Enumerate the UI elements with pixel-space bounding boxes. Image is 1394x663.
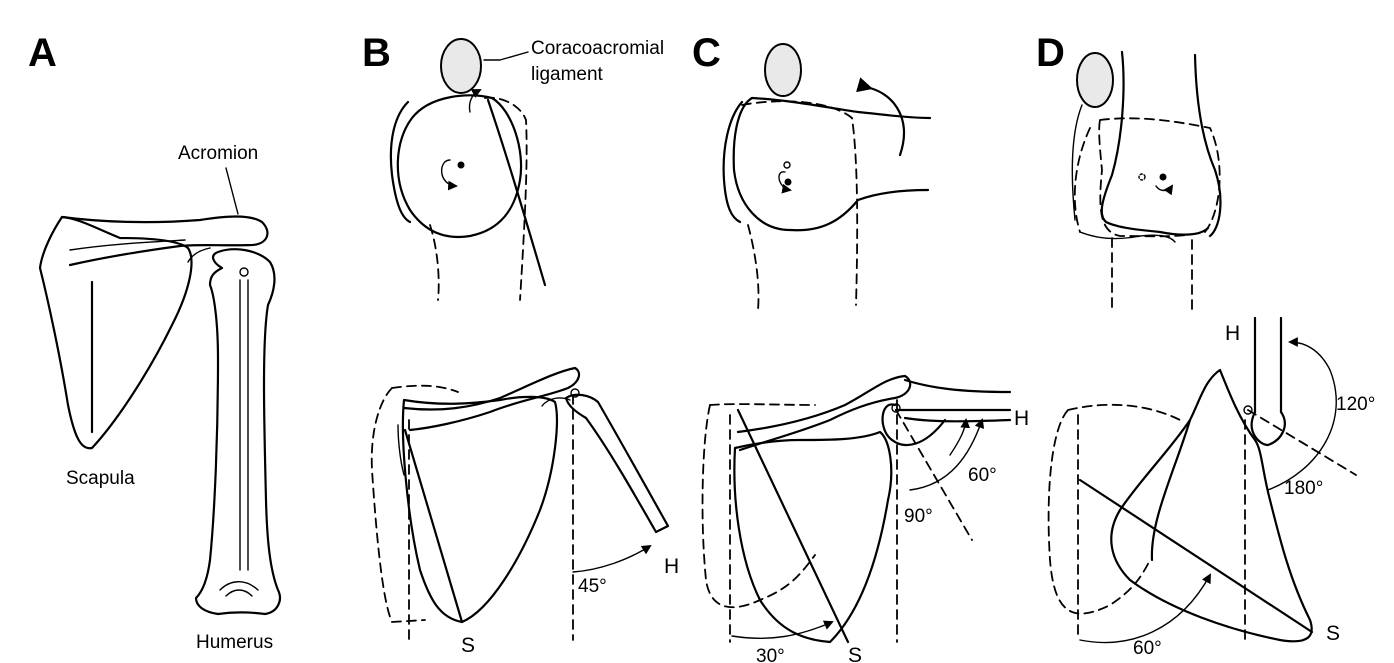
panel-a-humerus-drawing: [194, 248, 282, 616]
panel-a-scapula-label: Scapula: [66, 468, 135, 489]
panel-b-s-label: S: [461, 634, 475, 657]
panel-c-coracoacromial-ligament: [764, 43, 802, 97]
panel-c-letter: C: [692, 31, 721, 75]
panel-a-scapula-drawing: [38, 215, 269, 450]
panel-b-ligament-label-line1: Coracoacromial: [531, 38, 664, 59]
panel-b-h-label: H: [664, 555, 679, 578]
panel-a-humerus-label: Humerus: [196, 632, 273, 653]
panel-c: C: [692, 31, 1029, 663]
panel-d: D: [1036, 31, 1375, 659]
panel-a-acromion-label: Acromion: [178, 143, 258, 164]
panel-c-bottom-drawing: [701, 374, 1012, 644]
panel-c-angle-scap-label: 30°: [756, 646, 785, 663]
panel-b-coracoacromial-ligament: [440, 38, 482, 94]
panel-c-h-label: H: [1014, 407, 1029, 430]
panel-d-coracoacromial-ligament: [1076, 52, 1114, 108]
panel-d-h-label: H: [1225, 322, 1240, 345]
panel-b-top-drawing: [389, 38, 547, 301]
panel-a-letter: A: [28, 31, 57, 75]
panel-c-angle-90-label: 90°: [904, 506, 933, 527]
panel-d-top-drawing: [1071, 50, 1222, 311]
panel-d-letter: D: [1036, 31, 1065, 75]
panel-c-angle-60-label: 60°: [968, 465, 997, 486]
panel-d-angle-180-label: 180°: [1284, 478, 1323, 499]
panel-d-angle-120-label: 120°: [1336, 394, 1375, 415]
panel-d-s-label: S: [1326, 622, 1340, 645]
panel-c-s-label: S: [848, 644, 862, 663]
panel-b-letter: B: [362, 31, 391, 75]
panel-a-acromion-leader: [225, 167, 239, 215]
panel-d-angle-scap-label: 60°: [1133, 638, 1162, 659]
panel-b: B Coracoacromial ligament: [362, 31, 679, 657]
panel-b-bottom-drawing: [370, 366, 670, 641]
panel-b-ligament-label-line2: ligament: [531, 64, 604, 85]
panel-c-top-drawing: [722, 43, 932, 311]
panel-d-bottom-drawing: [1047, 316, 1357, 644]
panel-a: A Acromion Scapula Humerus: [28, 31, 282, 653]
panel-b-angle-label: 45°: [578, 576, 607, 597]
